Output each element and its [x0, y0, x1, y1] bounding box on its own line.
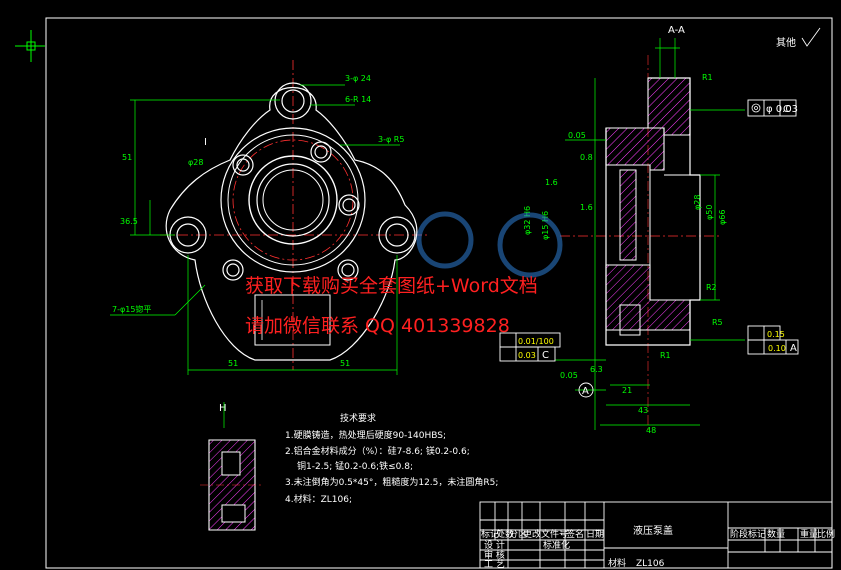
tol-position-phi: φ 0.03	[766, 104, 798, 115]
dim-3-phi-24: 3-φ 24	[345, 74, 371, 83]
front-view	[110, 60, 430, 375]
tb-standard: 标准化	[543, 539, 570, 551]
tol-flat-0-01-100: 0.01/100	[518, 337, 554, 346]
dim-phi-66: φ66	[718, 210, 727, 225]
tech-title: 技术要求	[340, 412, 376, 424]
datum-a-circle-label: A	[582, 386, 589, 397]
tol-perp-datum-c: C	[542, 350, 549, 361]
view-marker-i: I	[204, 137, 207, 148]
tech-line-4: 3.未注倒角为0.5*45°，粗糙度为12.5，未注圆角R5;	[285, 476, 498, 488]
drawing-frame	[45, 17, 833, 569]
dim-0-05-top: 0.05	[568, 131, 586, 140]
dim-6-r-14: 6-R 14	[345, 95, 371, 104]
tech-line-3: 铜1-2.5; 锰0.2-0.6;铁≤0.8;	[297, 460, 413, 472]
tech-line-5: 4.材料：ZL106;	[285, 493, 352, 505]
dim-3-r5: 3-φ R5	[378, 135, 404, 144]
tb-design: 设 计	[484, 539, 505, 551]
roughness-0-8: 0.8	[580, 153, 593, 162]
section-view	[499, 38, 799, 430]
material-label: 材料	[608, 557, 626, 569]
dim-r2: R2	[706, 283, 717, 292]
tb-count: 处数	[496, 528, 514, 540]
tb-process: 工 艺	[484, 559, 505, 570]
dim-phi-50: φ50	[705, 205, 714, 220]
dim-21: 21	[622, 386, 632, 395]
tb-zone: 分区	[509, 529, 527, 540]
dim-r1-b: R1	[702, 73, 713, 82]
dim-36-5: 36.5	[120, 217, 138, 226]
title-block	[479, 501, 833, 569]
section-label-a-a: A-A	[668, 25, 685, 36]
dim-0-05-bottom: 0.05	[560, 371, 578, 380]
roughness-check-icon	[801, 27, 821, 47]
dim-phi-32-h6: φ32 H6	[523, 206, 532, 235]
tb-stage: 阶段标记	[730, 528, 766, 540]
tb-doc: 更改文件号	[523, 528, 568, 540]
dim-phi-15-h6: φ15 H6	[541, 211, 550, 240]
other-roughness-label: 其他	[776, 36, 796, 49]
tb-scale: 比例	[817, 528, 835, 540]
roughness-1-6-b: 1.6	[580, 203, 593, 212]
watermark-line-2: 请加微信联系 QQ 401339828	[245, 315, 510, 337]
dim-7-phi-15: 7-φ15锪平	[112, 304, 151, 314]
dim-r5: R5	[712, 318, 723, 327]
tol-datum-c: C	[783, 104, 790, 115]
material-value: ZL106	[636, 559, 665, 569]
tol-datum-a: A	[790, 343, 797, 354]
dim-phi-28-s: φ28	[693, 195, 702, 210]
detail-h-label: H	[219, 403, 227, 414]
tol-flatness-015: 0.15	[767, 330, 785, 339]
crosshair-icon	[15, 30, 45, 62]
detail-view	[200, 402, 262, 531]
tech-line-1: 1.硬膜铸造，热处理后硬度90-140HBS;	[285, 429, 446, 441]
dim-51-vertical: 51	[122, 153, 132, 162]
dim-48: 48	[646, 426, 656, 435]
tb-mark: 标记	[481, 528, 499, 540]
tb-sign: 签名	[566, 528, 584, 540]
roughness-6-3: 6.3	[590, 365, 603, 374]
watermark-logo-icon	[416, 211, 563, 278]
tb-weight: 重量	[800, 528, 818, 540]
watermark-line-1: 获取下载购买全套图纸+Word文档	[245, 275, 538, 297]
tol-parallel-010: 0.10	[768, 344, 786, 353]
tb-check: 审 核	[484, 549, 505, 561]
dim-43: 43	[638, 406, 648, 415]
dim-phi-28: φ28	[188, 158, 203, 167]
tech-line-2: 2.铝合金材料成分（%）：硅7-8.6; 镁0.2-0.6;	[285, 445, 470, 457]
tb-qty: 数量	[767, 528, 785, 540]
dim-51-left: 51	[228, 359, 238, 368]
dim-51-right: 51	[340, 359, 350, 368]
tb-date: 日期	[586, 529, 604, 540]
roughness-1-6-a: 1.6	[545, 178, 558, 187]
dim-r1-a: R1	[660, 351, 671, 360]
tol-perp-003: 0.03	[518, 351, 536, 360]
part-name: 液压泵盖	[633, 524, 673, 537]
